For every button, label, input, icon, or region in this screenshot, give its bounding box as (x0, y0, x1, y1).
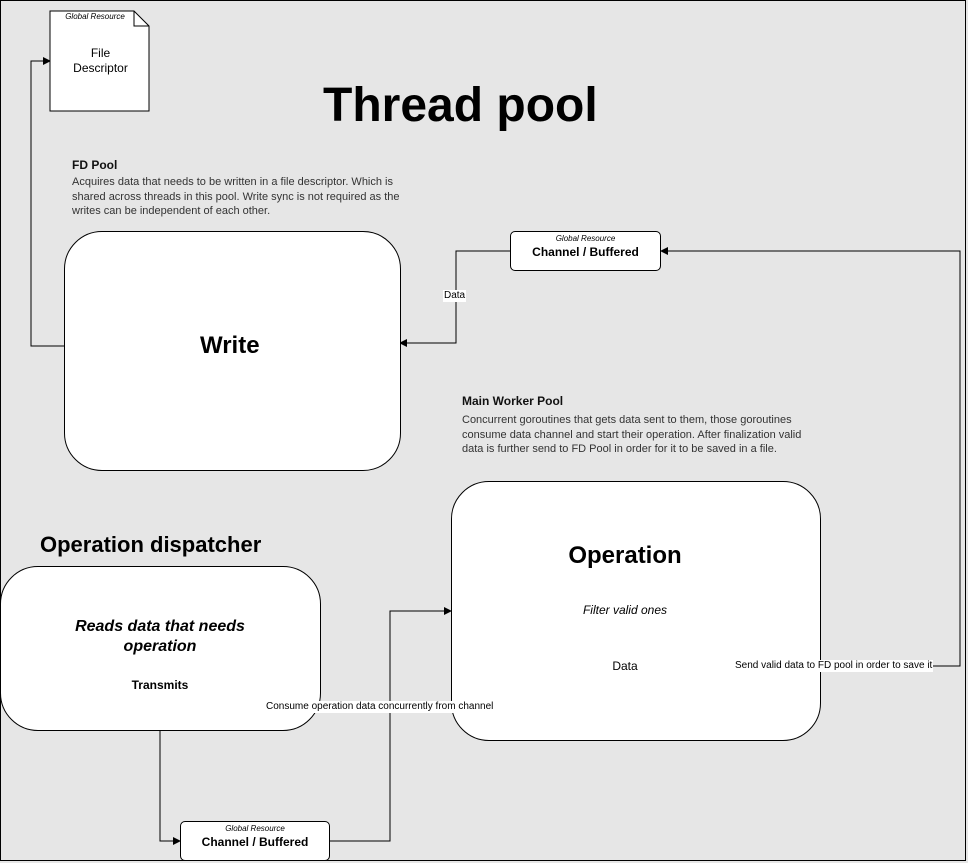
edge-transmits-to-channel (159, 701, 181, 845)
write-node-label: Write (200, 332, 260, 360)
operation-node-title: Operation (568, 542, 682, 569)
main-worker-pool-title: Main Worker Pool (462, 394, 564, 408)
main-worker-pool-description-block: Main Worker Pool Concurrent goroutines t… (462, 394, 822, 457)
file-descriptor-tag: Global Resource (65, 12, 125, 21)
dispatcher-node-text: Reads data that needs operation (75, 618, 245, 655)
channel-bottom-tag: Global Resource (225, 824, 285, 833)
channel-bottom-label: Channel / Buffered (201, 835, 309, 849)
channel-top-tag: Global Resource (555, 234, 616, 243)
edge-label-data: Data (443, 290, 467, 302)
channel-top-label: Channel / Buffered (532, 245, 639, 259)
file-descriptor-label: File Descriptor (51, 46, 150, 76)
dispatcher-step-transmits: Transmits (131, 678, 189, 692)
operation-step-filter: Filter valid ones (582, 603, 668, 617)
operation-step-data: Data (612, 659, 638, 673)
file-descriptor-node (49, 10, 150, 112)
fd-pool-description-block: FD Pool Acquires data that needs to be w… (72, 158, 412, 219)
channel-bottom-node[interactable]: Global Resource Channel / Buffered (180, 821, 330, 861)
channel-top-node[interactable]: Global Resource Channel / Buffered (510, 231, 661, 271)
fd-pool-description: Acquires data that needs to be written i… (72, 176, 400, 217)
operation-node[interactable] (451, 481, 821, 741)
edge-channel-to-operation (330, 607, 452, 842)
main-worker-pool-description: Concurrent goroutines that gets data sen… (462, 414, 802, 455)
dispatcher-title: Operation dispatcher (40, 532, 262, 557)
page-title: Thread pool (323, 79, 598, 132)
edge-label-consume: Consume operation data concurrently from… (265, 701, 495, 713)
fd-pool-title: FD Pool (72, 158, 118, 172)
file-descriptor-label-line2: Descriptor (73, 61, 128, 75)
edge-label-send-valid: Send valid data to FD pool in order to s… (734, 660, 934, 672)
file-descriptor-label-line1: File (90, 46, 111, 60)
